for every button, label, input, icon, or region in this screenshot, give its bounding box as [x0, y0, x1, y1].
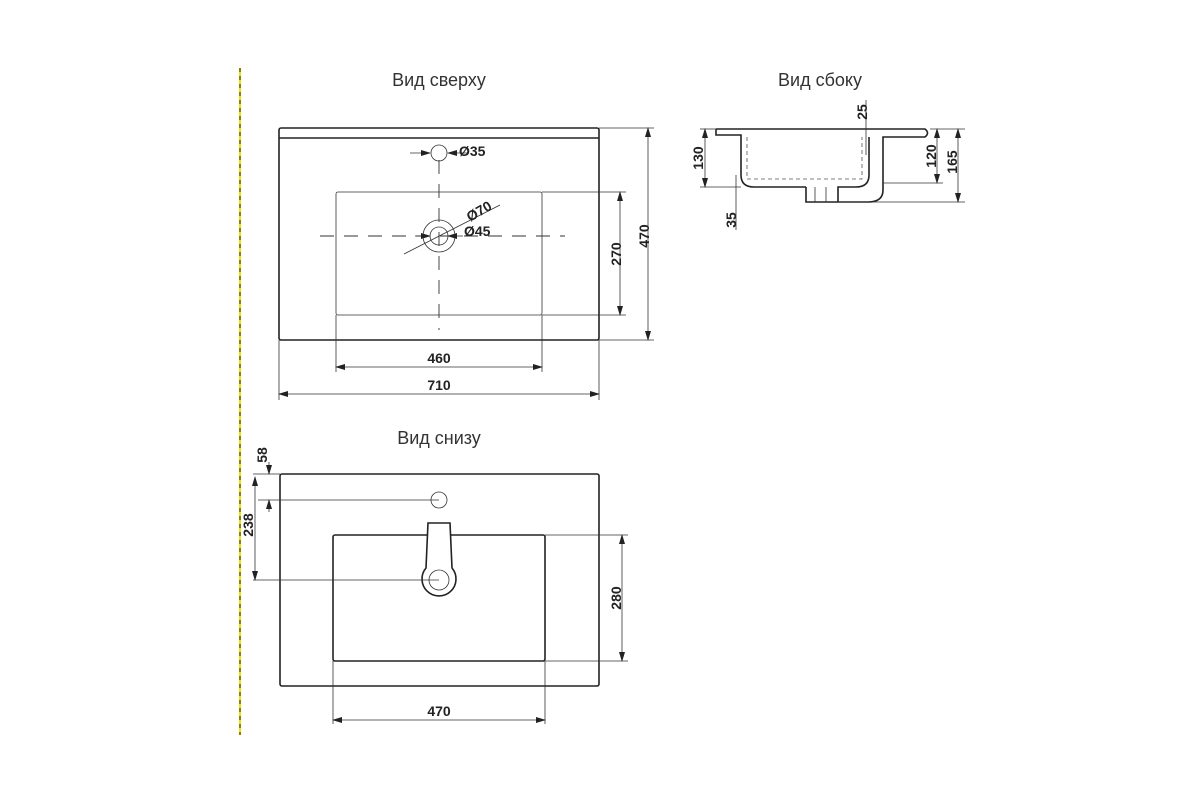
dim-drain-outer: Ø70 [464, 197, 495, 224]
side-view-title: Вид сбоку [778, 70, 862, 90]
dim-drain-offset-bottom: 238 [240, 513, 256, 537]
sink-profile [715, 128, 929, 203]
dim-rim: 25 [854, 104, 870, 120]
dim-basin-depth-bottom: 280 [608, 586, 624, 610]
dim-bowl-height: 130 [690, 146, 706, 170]
dim-total-height: 165 [944, 150, 960, 174]
bottom-view-title: Вид снизу [397, 428, 481, 448]
dim-total-depth: 470 [636, 224, 652, 248]
dim-drain-inner: Ø45 [464, 223, 491, 239]
dim-tap-hole: Ø35 [459, 143, 486, 159]
dim-total-width: 710 [427, 377, 451, 393]
tap-hole [430, 144, 448, 162]
sink-outline [278, 127, 600, 341]
dim-basin-width-bottom: 470 [427, 703, 451, 719]
top-view: Вид сверху Ø35 Ø70 Ø45 270 470 460 [278, 70, 654, 400]
dim-basin-width: 460 [427, 350, 451, 366]
dim-drain-offset: 35 [723, 212, 739, 228]
top-view-title: Вид сверху [392, 70, 486, 90]
dim-tap-offset: 58 [254, 447, 270, 463]
side-view: Вид сбоку 130 25 120 165 35 [690, 70, 965, 230]
dim-basin-depth: 270 [608, 242, 624, 266]
dim-inner-height: 120 [923, 144, 939, 168]
overflow-channel [421, 522, 457, 597]
bottom-view: Вид снизу 58 238 280 470 [240, 428, 628, 724]
